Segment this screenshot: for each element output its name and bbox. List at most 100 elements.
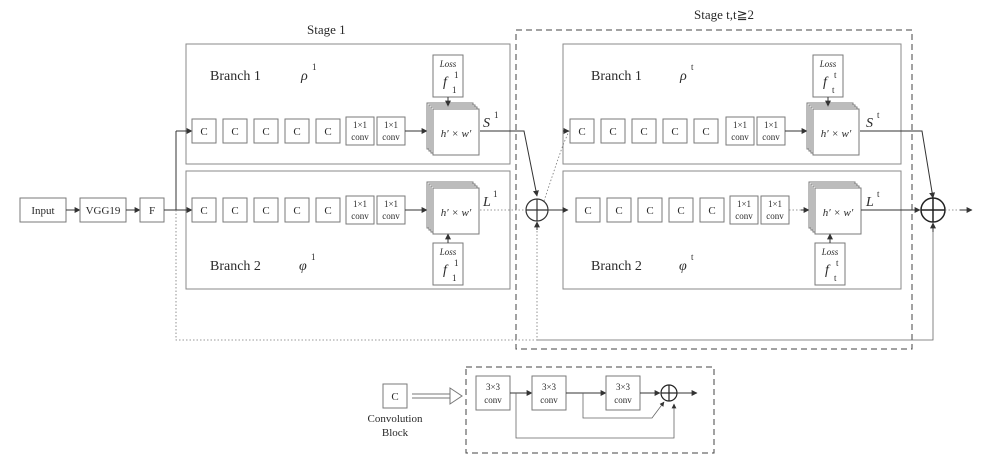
svg-text:f: f <box>823 75 829 90</box>
svg-text:f: f <box>443 263 449 278</box>
conv1x1-top: 1×1 <box>353 120 367 130</box>
svg-text:f: f <box>825 263 831 278</box>
output-merge-node <box>920 197 946 223</box>
c-block <box>631 118 657 144</box>
concat-merge-node <box>525 198 549 222</box>
c-block-label: C <box>646 205 653 217</box>
stage1-branch1-label: Branch 1 <box>210 69 261 84</box>
svg-text:t: t <box>834 273 837 283</box>
stage-t-container <box>515 29 913 350</box>
stage-t-branch2-heatmap-stack: h′ × w′ <box>808 181 862 235</box>
svg-text:1: 1 <box>454 70 459 80</box>
stage1-S-label: S <box>483 116 490 131</box>
c-block <box>668 197 694 223</box>
vgg19-box <box>79 197 127 223</box>
c-block-label: C <box>578 126 585 138</box>
conv3x3-1-top: 3×3 <box>486 382 501 392</box>
stage-t-branch2-chain: C C C C C 1×1 conv 1×1 conv <box>575 195 810 225</box>
input-label: Input <box>31 205 54 217</box>
c-block <box>253 197 279 223</box>
stage1-rho-symbol: ρ <box>300 69 308 84</box>
conv1x1-top: 1×1 <box>353 199 367 209</box>
stage1-S-sup: 1 <box>494 110 499 120</box>
conv1x1-block <box>345 116 375 146</box>
merge-to-stage-t-b1 <box>543 130 570 202</box>
conv1x1-bottom: conv <box>762 132 780 142</box>
svg-text:t: t <box>834 70 837 80</box>
svg-text:1: 1 <box>452 273 457 283</box>
legend-conv-block-label-2: Block <box>382 427 409 439</box>
feature-f-label: F <box>149 205 155 217</box>
conv3x3-3-bottom: conv <box>614 395 632 405</box>
c-block-label: C <box>584 205 591 217</box>
stage1-phi-sup: 1 <box>311 252 316 262</box>
stage1-title: Stage 1 <box>307 22 346 37</box>
inner-skip-1 <box>582 393 665 419</box>
conv1x1-block <box>729 195 759 225</box>
stage-t-rho-symbol: ρ <box>679 69 687 84</box>
conv1x1-block <box>376 116 406 146</box>
c-block <box>637 197 663 223</box>
stage-t-L-label: L <box>865 195 874 210</box>
c-block-label: C <box>231 205 238 217</box>
legend-c-box <box>382 383 408 409</box>
c-block <box>284 197 310 223</box>
conv1x1-bottom: conv <box>731 132 749 142</box>
legend-c-label: C <box>391 391 398 403</box>
stage-t-S-sup: t <box>877 110 880 120</box>
conv1x1-block <box>376 195 406 225</box>
c-block-label: C <box>262 126 269 138</box>
stage1-phi-symbol: φ <box>299 259 307 274</box>
stage1-loss-b2: Loss f 1 1 <box>432 242 464 286</box>
stage-t-branch2-label: Branch 2 <box>591 259 642 274</box>
stage-t-S-to-output <box>860 130 936 199</box>
c-block <box>315 197 341 223</box>
conv3x3-3 <box>605 375 641 411</box>
svg-text:f: f <box>443 75 449 90</box>
conv1x1-bottom: conv <box>766 211 784 221</box>
stage-t-branch1-label: Branch 1 <box>591 69 642 84</box>
c-block-label: C <box>200 205 207 217</box>
c-block-label: C <box>293 126 300 138</box>
c-block <box>315 118 341 144</box>
conv3x3-1 <box>475 375 511 411</box>
svg-text:Loss: Loss <box>821 247 839 257</box>
stage1-branch2-chain: C C C C C 1×1 conv 1×1 conv <box>191 195 428 225</box>
stage-t-L-sup: t <box>877 189 880 199</box>
c-block-label: C <box>615 205 622 217</box>
c-block-label: C <box>708 205 715 217</box>
stage-t-S-label: S <box>866 116 873 131</box>
c-block <box>569 118 595 144</box>
svg-text:1: 1 <box>454 258 459 268</box>
c-block-label: C <box>609 126 616 138</box>
conv1x1-top: 1×1 <box>384 199 398 209</box>
svg-text:t: t <box>832 85 835 95</box>
c-block <box>284 118 310 144</box>
inner-add-node <box>660 384 678 402</box>
c-block <box>693 118 719 144</box>
c-block <box>699 197 725 223</box>
c-block <box>575 197 601 223</box>
c-block-label: C <box>293 205 300 217</box>
stage-t-rho-sup: t <box>691 62 694 72</box>
svg-text:1: 1 <box>452 85 457 95</box>
conv3x3-3-top: 3×3 <box>616 382 631 392</box>
conv1x1-block <box>345 195 375 225</box>
conv3x3-2-bottom: conv <box>540 395 558 405</box>
svg-text:Loss: Loss <box>819 59 837 69</box>
stage-t-branch1-heatmap-stack: h′ × w′ <box>806 102 860 156</box>
c-block-label: C <box>671 126 678 138</box>
c-block <box>600 118 626 144</box>
stage1-L-sup: 1 <box>493 189 498 199</box>
stage1-rho-sup: 1 <box>312 62 317 72</box>
heatmap-label: h′ × w′ <box>821 128 852 140</box>
c-block-label: C <box>231 126 238 138</box>
stage-t-title: Stage t,t≧2 <box>694 7 754 22</box>
conv1x1-top: 1×1 <box>733 120 747 130</box>
vgg19-label: VGG19 <box>86 205 121 217</box>
stage-t-branch1-chain: C C C C C 1×1 conv 1×1 conv <box>569 116 808 146</box>
conv3x3-2-top: 3×3 <box>542 382 557 392</box>
c-block-label: C <box>702 126 709 138</box>
conv1x1-bottom: conv <box>351 211 369 221</box>
stage1-loss-b1: Loss f 1 1 <box>432 54 464 98</box>
